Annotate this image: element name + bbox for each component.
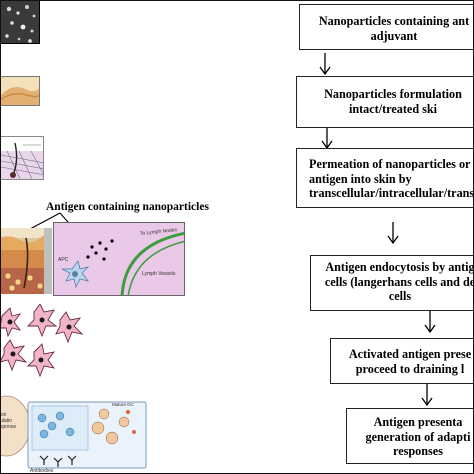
lymph-vessels-label: Lymph Vessels xyxy=(142,271,176,277)
svg-text:ulatio: ulatio xyxy=(0,418,12,424)
svg-text:Antibodies: Antibodies xyxy=(30,468,54,474)
immune-response-image: kin ulatio sponse Antibodies Mature DC xyxy=(0,392,150,474)
micrograph-image xyxy=(1,1,39,43)
nanoparticle-micrograph xyxy=(0,0,40,44)
flow-arrow-5 xyxy=(421,384,433,406)
flow-step-1: Nanoparticles containing ant adjuvant xyxy=(299,4,474,50)
flow-arrow-3 xyxy=(387,222,399,244)
dendritic-cells-image xyxy=(0,304,84,384)
svg-text:Mature DC: Mature DC xyxy=(112,402,135,407)
flow-step-6: Antigen presenta generation of adapti re… xyxy=(346,408,474,464)
flow-step-2: Nanoparticles formulation intact/treated… xyxy=(296,76,474,128)
flow-step-3: Permeation of nanoparticles or antigen i… xyxy=(296,148,474,208)
flow-arrow-4 xyxy=(424,311,436,333)
flow-arrow-1 xyxy=(319,53,331,75)
lymph-inset: APC To Lymph Nodes Lymph Vessels xyxy=(53,222,185,296)
antigen-nanoparticles-label: Antigen containing nanoparticles xyxy=(46,201,209,213)
flow-step-4: Antigen endocytosis by antig cells (lang… xyxy=(310,255,474,311)
skin-layers-diagram xyxy=(0,136,44,180)
svg-text:kin: kin xyxy=(0,412,7,418)
skin-formulation-image xyxy=(0,76,40,106)
skin-cross-section xyxy=(0,228,52,294)
to-lymph-nodes-label: To Lymph Nodes xyxy=(140,227,178,237)
flow-step-5: Activated antigen prese proceed to drain… xyxy=(330,338,474,384)
apc-label: APC xyxy=(58,257,69,263)
svg-text:sponse: sponse xyxy=(0,424,16,430)
